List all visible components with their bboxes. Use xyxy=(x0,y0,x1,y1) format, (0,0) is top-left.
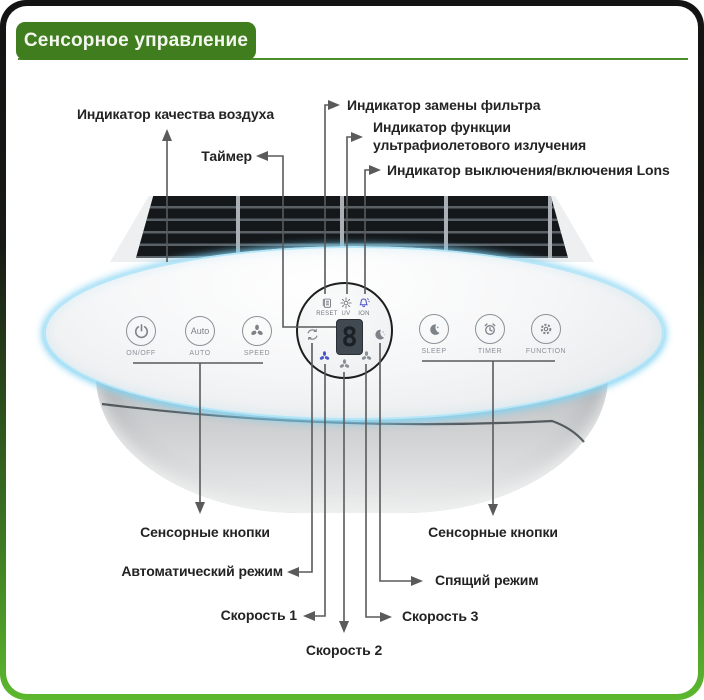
power-icon xyxy=(133,323,150,340)
function-button[interactable] xyxy=(531,314,561,344)
auto-button-text: Auto xyxy=(190,326,210,336)
auto-cycle-icon xyxy=(305,327,320,342)
speed2-callout: Скорость 2 xyxy=(305,642,383,658)
speed-label: SPEED xyxy=(243,350,271,357)
moon-stars-icon xyxy=(372,327,387,342)
speed3-callout: Скорость 3 xyxy=(402,608,479,624)
air-quality-callout: Индикатор качества воздуха xyxy=(76,106,275,122)
reset-mini-label: RESET xyxy=(316,311,338,317)
uv-callout-line1: Индикатор функции xyxy=(373,119,511,135)
function-label: FUNCTION xyxy=(525,348,567,355)
sleep-label: SLEEP xyxy=(421,348,447,355)
auto-button[interactable]: Auto xyxy=(185,316,215,346)
ion-mini-label: ION xyxy=(358,311,370,317)
filter-reset-icon xyxy=(320,296,334,310)
header-accent-line xyxy=(18,58,688,60)
speed3-fan-icon xyxy=(360,350,373,363)
timer-callout: Таймер xyxy=(201,148,252,164)
speed2-fan-icon xyxy=(338,358,351,371)
display-value: 8 xyxy=(341,321,358,353)
moon-icon xyxy=(427,322,442,337)
header-bar: Сенсорное управление xyxy=(16,22,256,60)
uv-callout-line2: ультрафиолетового излучения xyxy=(373,137,587,153)
auto-label: AUTO xyxy=(189,350,211,357)
touch-buttons-right-callout: Сенсорные кнопки xyxy=(428,524,558,540)
touch-buttons-left-callout: Сенсорные кнопки xyxy=(140,524,270,540)
sleep-mode-callout: Спящий режим xyxy=(435,572,539,588)
sun-icon xyxy=(339,296,353,310)
on-off-button[interactable] xyxy=(126,316,156,346)
speed1-callout: Скорость 1 xyxy=(220,607,297,623)
ions-callout: Индикатор выключения/включения Lons xyxy=(387,162,670,178)
seven-segment-display: 8 xyxy=(336,319,363,355)
gear-icon xyxy=(538,321,554,337)
uv-mini-label: UV xyxy=(341,311,351,317)
timer-label: TIMER xyxy=(477,348,503,355)
auto-mode-callout: Автоматический режим xyxy=(121,563,283,579)
filter-replace-callout: Индикатор замены фильтра xyxy=(347,97,541,113)
sleep-button[interactable] xyxy=(419,314,449,344)
speed-button[interactable] xyxy=(242,316,272,346)
fan-icon xyxy=(249,323,265,339)
page-title: Сенсорное управление xyxy=(23,30,249,51)
on-off-label: ON/OFF xyxy=(126,350,156,357)
timer-button[interactable] xyxy=(475,314,505,344)
bell-icon xyxy=(357,296,371,310)
alarm-icon xyxy=(482,321,498,337)
speed1-fan-icon xyxy=(318,350,331,363)
